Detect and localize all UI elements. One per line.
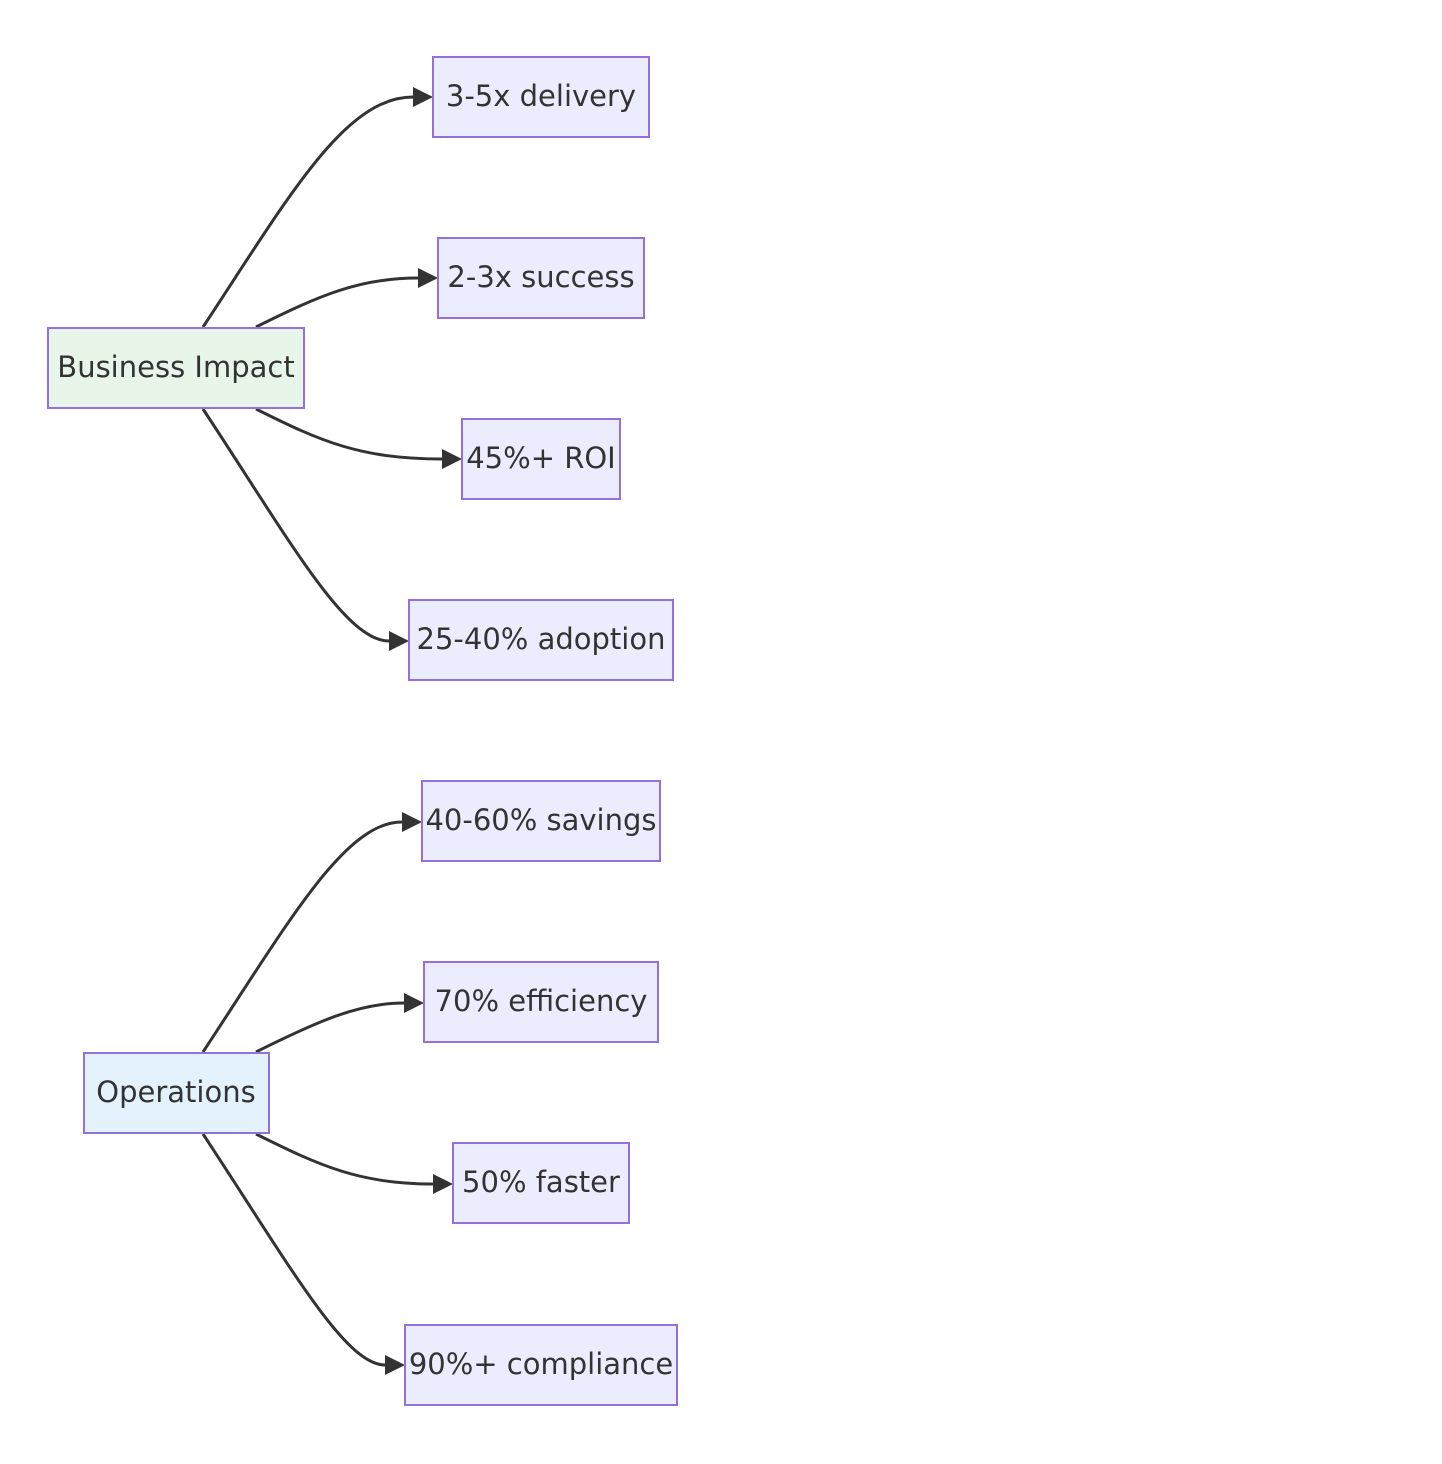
node-delivery: 3-5x delivery <box>432 56 650 138</box>
edge-operations-to-faster <box>255 1132 434 1186</box>
arrowhead-delivery <box>413 87 433 107</box>
node-compliance: 90%+ compliance <box>404 1324 678 1406</box>
arrowhead-success <box>418 268 438 288</box>
edge-operations-to-efficiency <box>255 1001 405 1054</box>
node-delivery-label: 3-5x delivery <box>446 79 636 113</box>
node-roi-box <box>461 418 621 500</box>
node-success-box <box>437 237 645 319</box>
arrowhead-compliance <box>385 1355 405 1375</box>
node-adoption: 25-40% adoption <box>408 599 674 681</box>
edges-operations <box>201 812 453 1375</box>
node-faster: 50% faster <box>452 1142 630 1224</box>
node-operations-label: Operations <box>96 1075 255 1109</box>
node-business-impact: Business Impact <box>47 327 305 409</box>
arrowhead-efficiency <box>404 993 424 1013</box>
node-adoption-box <box>408 599 674 681</box>
node-operations: Operations <box>83 1052 270 1134</box>
edge-operations-to-savings <box>201 820 403 1053</box>
node-success: 2-3x success <box>437 237 645 319</box>
node-savings: 40-60% savings <box>421 780 661 862</box>
node-business-impact-label: Business Impact <box>57 350 294 384</box>
node-efficiency-label: 70% efficiency <box>435 984 648 1018</box>
node-delivery-box <box>432 56 650 138</box>
node-business-impact-box <box>47 327 305 409</box>
edge-business-impact-to-roi <box>255 407 443 461</box>
node-savings-label: 40-60% savings <box>425 803 656 837</box>
arrowhead-adoption <box>389 631 409 651</box>
node-roi-label: 45%+ ROI <box>466 441 616 475</box>
node-compliance-box <box>404 1324 678 1406</box>
edge-business-impact-to-delivery <box>201 95 414 328</box>
arrowhead-roi <box>442 449 462 469</box>
node-efficiency-box <box>423 961 659 1043</box>
node-faster-box <box>452 1142 630 1224</box>
node-operations-box <box>83 1052 270 1134</box>
edge-operations-to-compliance <box>201 1133 386 1367</box>
node-faster-label: 50% faster <box>462 1165 620 1199</box>
edges-business-impact <box>201 87 462 651</box>
arrowhead-savings <box>402 812 422 832</box>
node-efficiency: 70% efficiency <box>423 961 659 1043</box>
node-savings-box <box>421 780 661 862</box>
node-compliance-label: 90%+ compliance <box>409 1347 673 1381</box>
node-roi: 45%+ ROI <box>461 418 621 500</box>
arrowhead-faster <box>433 1174 453 1194</box>
node-adoption-label: 25-40% adoption <box>417 622 666 656</box>
edge-business-impact-to-success <box>255 276 419 329</box>
edge-business-impact-to-adoption <box>201 408 390 643</box>
node-success-label: 2-3x success <box>447 260 634 294</box>
